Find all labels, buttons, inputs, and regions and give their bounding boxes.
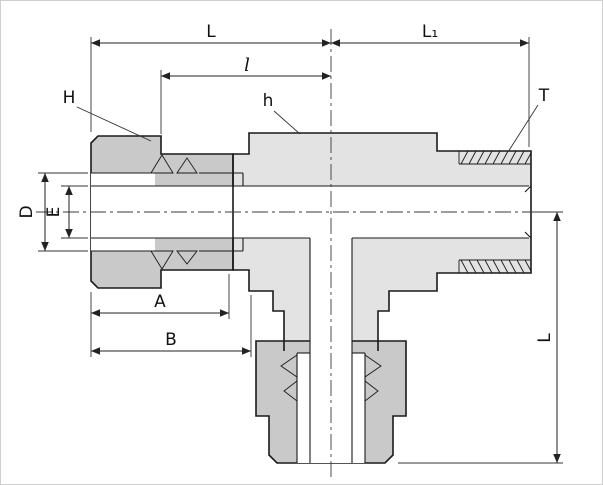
bore-lines bbox=[91, 185, 532, 463]
dim-label-L-top: L bbox=[206, 22, 216, 42]
callout-T: T bbox=[507, 86, 550, 153]
callout-h: h bbox=[263, 91, 301, 135]
dim-E: E bbox=[44, 185, 88, 239]
dim-label-E: E bbox=[44, 207, 64, 218]
dim-label-L-right: L bbox=[535, 333, 555, 343]
dim-l-mid: l bbox=[160, 55, 331, 134]
left-ferrules bbox=[150, 154, 198, 270]
dim-label-D: D bbox=[17, 205, 37, 218]
thread-hatching-top bbox=[460, 150, 532, 165]
dimensions: L L₁ l H h T bbox=[17, 22, 563, 464]
left-tube bbox=[91, 172, 244, 252]
label-H: H bbox=[63, 88, 76, 108]
label-T: T bbox=[538, 86, 550, 106]
dim-A: A bbox=[90, 274, 230, 357]
dim-label-L1: L₁ bbox=[422, 22, 438, 42]
bore-areas bbox=[91, 173, 531, 463]
centerlines bbox=[36, 29, 549, 477]
body-outline bbox=[232, 132, 532, 351]
dim-label-B: B bbox=[165, 330, 177, 350]
dim-L1-top: L₁ bbox=[331, 22, 530, 147]
dim-L-top: L bbox=[90, 22, 331, 132]
dim-label-A: A bbox=[154, 292, 166, 312]
dim-D: D bbox=[17, 172, 88, 252]
dim-L-right: L bbox=[398, 211, 563, 464]
dim-B: B bbox=[91, 295, 252, 357]
label-h: h bbox=[263, 91, 274, 111]
male-thread bbox=[458, 150, 532, 274]
fitting-body-fill bbox=[233, 133, 531, 351]
thread-hatching-bottom bbox=[460, 259, 532, 274]
bottom-ferrules bbox=[280, 354, 382, 402]
body-silhouette bbox=[233, 133, 531, 351]
dim-label-l: l bbox=[244, 55, 250, 76]
callout-H: H bbox=[63, 88, 152, 142]
